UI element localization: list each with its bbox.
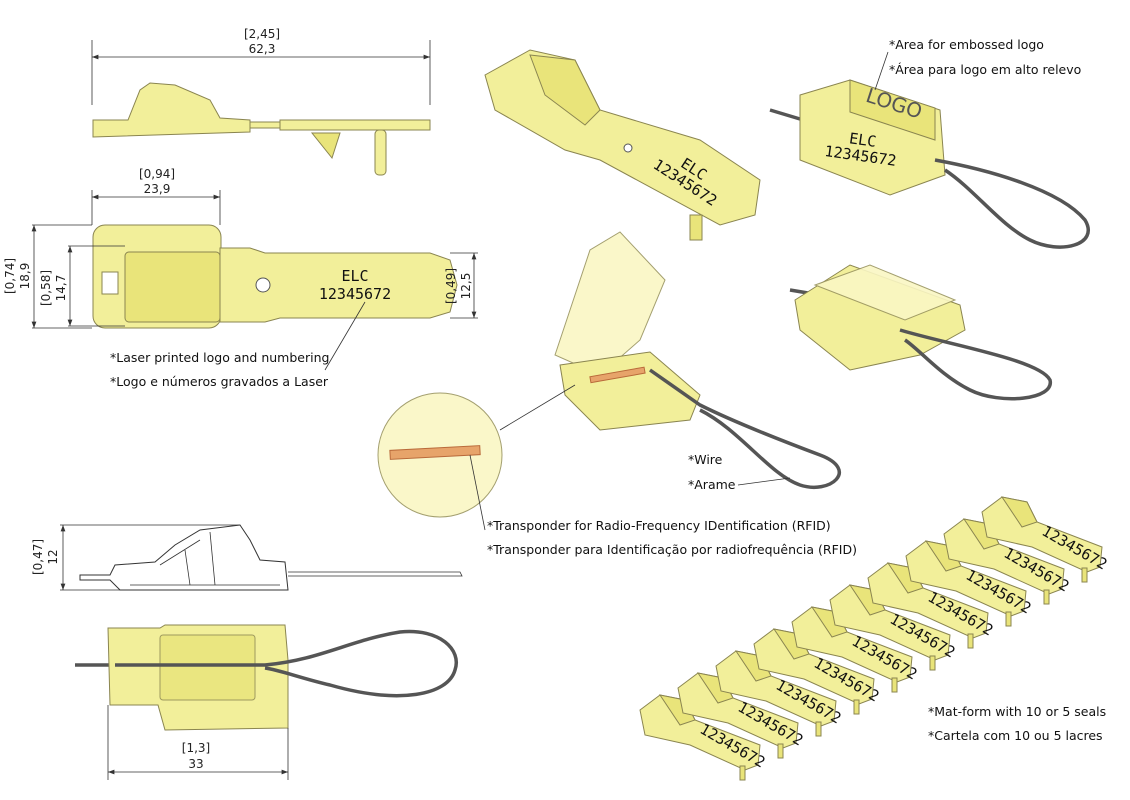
section-view: [0,47] 12 (31, 524, 463, 591)
dim-head-length-inch: [0,94] (139, 167, 175, 181)
rfid-chip (589, 366, 646, 384)
dim-head-length-mm: 23,9 (144, 182, 171, 196)
section-tail (288, 571, 463, 577)
closed-wire-loop (934, 158, 1090, 249)
seal-head-side (92, 82, 251, 138)
dim-tail-width-mm: 12,5 (459, 273, 473, 300)
dim-height-mm: 12 (46, 549, 60, 564)
seal-tail-top (219, 247, 458, 323)
note-logo-pt: *Área para logo em alto relevo (889, 62, 1081, 77)
detail-leader (499, 384, 576, 431)
marking-brand: ELC (341, 267, 368, 285)
dim-closed-length-inch: [1,3] (182, 741, 210, 755)
seal-hinge-side (249, 121, 281, 129)
iso-seal-closed-logo: LOGO ELC 12345672 *Area for embossed log… (769, 37, 1090, 249)
seal-barb-side (310, 132, 341, 160)
iso-seal-hole (623, 143, 633, 153)
iso-seal-cap (529, 54, 601, 126)
note-mat-en: *Mat-form with 10 or 5 seals (928, 704, 1106, 719)
section-hatch (130, 531, 280, 586)
dim-overall-width-inch: [0,74] (3, 258, 17, 294)
iso-seal-open: ELC 12345672 (484, 49, 761, 241)
wire-loop (115, 629, 458, 698)
seal-hole (255, 277, 271, 293)
seal-bottom-cap (159, 634, 256, 701)
callout-leader-rfid (469, 454, 486, 531)
dim-height-inch: [0,47] (31, 539, 45, 575)
dim-overall-length-inch: [2,45] (244, 27, 280, 41)
note-rfid-pt: *Transponder para Identificação por radi… (487, 542, 857, 557)
dim-closed-length-mm: 33 (188, 757, 203, 771)
callout-leader-laser (324, 301, 366, 371)
logo-area (849, 79, 936, 141)
seal-slot (101, 271, 119, 295)
marking-number: 12345672 (319, 285, 391, 303)
iso-seal-half-closed (789, 264, 1052, 401)
half-seal-lid (813, 264, 957, 321)
seal-pin-side (374, 129, 387, 176)
note-laser-pt: *Logo e números gravados a Laser (110, 374, 329, 389)
note-laser-en: *Laser printed logo and numbering (110, 350, 329, 365)
rfid-seal-body (559, 351, 701, 431)
top-view: [0,94] 23,9 ELC 12345672 [0,74] 18,9 [0,… (3, 167, 478, 389)
iso-seal-body (484, 49, 761, 226)
note-wire-en: *Wire (688, 452, 723, 467)
note-mat-pt: *Cartela com 10 ou 5 lacres (928, 728, 1103, 743)
rfid-wire (648, 368, 841, 490)
note-wire-pt: *Arame (688, 477, 736, 492)
seal-cap-top (124, 251, 221, 323)
note-rfid-en: *Transponder for Radio-Frequency IDentif… (487, 518, 831, 533)
iso-seal-pin (689, 214, 703, 241)
seal-tail-side (279, 119, 431, 131)
dim-body-width-mm: 14,7 (54, 275, 68, 302)
dim-overall-width-mm: 18,9 (18, 263, 32, 290)
dim-tail-width-inch: [0,49] (444, 268, 458, 304)
rfid-chip-detail (389, 445, 481, 460)
callout-leader-logo (874, 51, 889, 91)
dim-overall-length-mm: 62,3 (249, 42, 276, 56)
dim-body-width-inch: [0,58] (39, 270, 53, 306)
callout-leader-wire (737, 477, 791, 486)
half-wire-loop (899, 328, 1052, 401)
section-body (79, 524, 289, 591)
note-logo-en: *Area for embossed logo (889, 37, 1044, 52)
side-view: [2,45] 62,3 (91, 27, 431, 176)
closed-marking-brand: ELC (848, 129, 877, 151)
bottom-view: [1,3] 33 (75, 624, 458, 780)
mat-form: 12345672 12345672 12345672 12345672 1234… (639, 496, 1110, 781)
iso-seal-rfid: *Transponder for Radio-Frequency IDentif… (377, 231, 857, 557)
